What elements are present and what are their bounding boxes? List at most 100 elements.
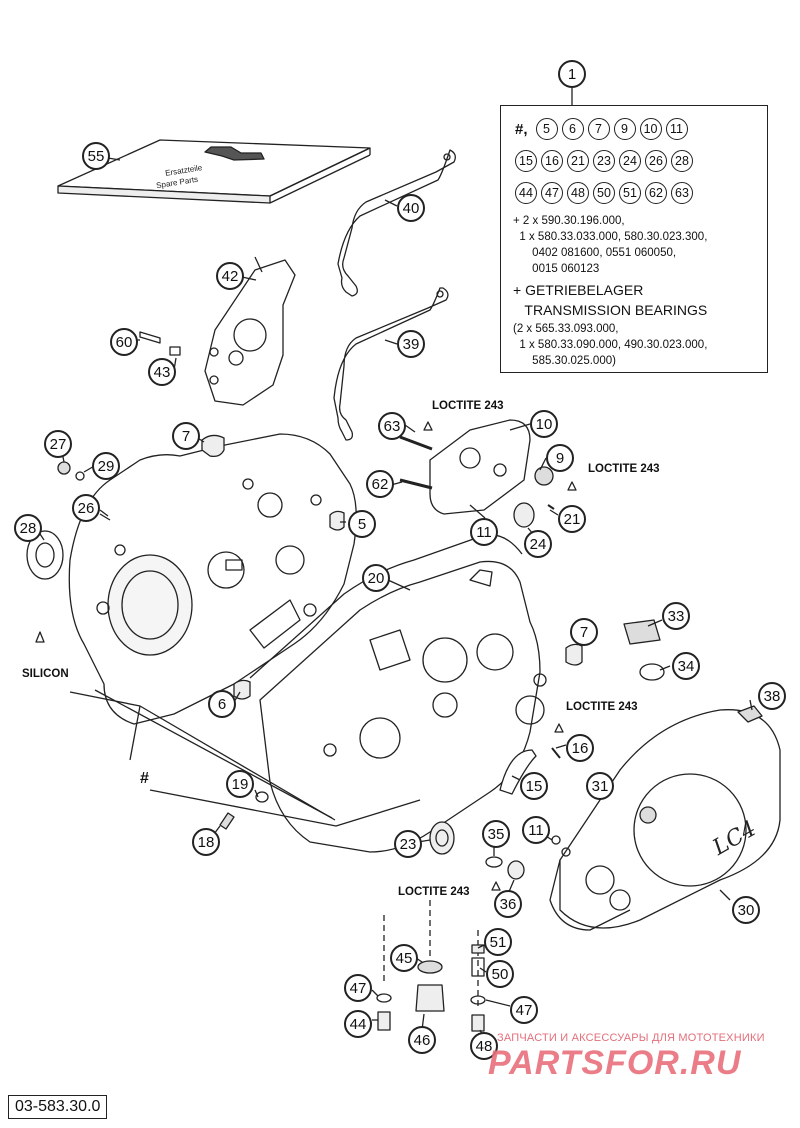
callout-19: 19 [226,770,254,798]
leader-55 [107,157,121,161]
callout-47a: 47 [344,974,372,1002]
screen-46 [415,984,445,1012]
bearing-line: + GETRIEBELAGER [513,282,644,298]
callout-34: 34 [672,652,700,680]
mini-callout: 7 [587,118,610,140]
sleeve-7-upper [201,434,225,458]
callout-51: 51 [484,928,512,956]
filter-45 [417,960,443,974]
info-hash-label: #, [515,120,528,138]
filter-33 [623,619,661,645]
mini-callout: 23 [593,150,615,172]
mini-callout: 26 [645,150,667,172]
plug-48 [471,1014,485,1032]
cover-42 [204,259,296,406]
oring-29 [75,471,85,481]
mini-callout: 44 [515,182,537,204]
mini-callout: 50 [593,182,615,204]
note-loctite-1: LOCTITE 243 [432,400,504,412]
gasket-28 [26,530,64,580]
guide-15 [499,749,537,795]
callout-27: 27 [44,430,72,458]
mini-callout: 16 [541,150,563,172]
bracket-40 [337,149,456,297]
right-crankcase [259,560,541,853]
callout-31: 31 [586,772,614,800]
callout-29: 29 [92,452,120,480]
mini-callout: 10 [639,118,662,140]
mini-callout: 24 [619,150,641,172]
mini-callout: 51 [619,182,641,204]
spring-50 [471,957,485,977]
kit-line: + 2 x 590.30.196.000, [513,215,625,227]
gasket-20 [249,534,523,679]
washer-19 [255,791,269,803]
callout-5: 5 [348,510,376,538]
screw-26 [99,513,111,521]
callout-43: 43 [148,358,176,386]
oring-35 [485,856,503,868]
callout-7b: 7 [570,618,598,646]
callout-36: 36 [494,890,522,918]
callout-62: 62 [366,470,394,498]
mini-callout: 9 [613,118,636,140]
bolt-60 [139,331,161,344]
bearing-detail-line: 585.30.025.000) [513,355,616,367]
callout-30: 30 [732,896,760,924]
bolt-18 [219,812,235,830]
mini-callout: 47 [541,182,563,204]
bearing-23 [429,821,455,855]
bearing-line: TRANSMISSION BEARINGS [513,302,708,318]
bolt-62 [399,478,433,490]
callout-11: 11 [470,518,498,546]
mini-callout: 11 [665,118,688,140]
kit-line: 1 x 580.33.033.000, 580.30.023.300, [513,231,708,243]
kit-info-box: #, 5 6 7 9 10 11 15 16 21 23 24 26 28 44… [500,105,768,373]
callout-1: 1 [558,60,586,88]
part-number-label: 03-583.30.0 [8,1095,108,1119]
cap-38 [737,705,763,723]
oring-47 [470,995,486,1005]
callout-39: 39 [397,330,425,358]
callout-33: 33 [662,602,690,630]
callout-48: 48 [470,1032,498,1060]
callout-11b: 11 [522,816,550,844]
mini-callout: 21 [567,150,589,172]
plug-27 [57,461,71,475]
mini-callout: 15 [515,150,537,172]
mini-callout: 48 [567,182,589,204]
mini-callout: 63 [671,182,693,204]
callout-35: 35 [482,820,510,848]
hash-marker: # [140,770,149,787]
kit-line: 0015 060123 [513,263,600,275]
info-row-1: #, 5 6 7 9 10 11 [515,118,688,140]
callout-28: 28 [14,514,42,542]
callout-9: 9 [546,444,574,472]
note-loctite-2: LOCTITE 243 [588,463,660,475]
info-row-2: 15 16 21 23 24 26 28 [515,150,693,172]
mini-callout: 5 [535,118,558,140]
callout-20: 20 [362,564,390,592]
callout-55: 55 [82,142,110,170]
bolt-16 [551,747,561,759]
watermark-brand: PARTSFOR.RU [488,1044,742,1082]
note-loctite-4: LOCTITE 243 [398,886,470,898]
callout-21: 21 [558,505,586,533]
sleeve-43 [169,346,181,356]
callout-40: 40 [397,194,425,222]
callout-47b: 47 [510,996,538,1024]
callout-7a: 7 [172,422,200,450]
oring-34 [639,663,665,681]
callout-50: 50 [486,960,514,988]
callout-45: 45 [390,944,418,972]
callout-26: 26 [72,494,100,522]
note-loctite-3: LOCTITE 243 [566,701,638,713]
bearing-9 [534,466,554,486]
callout-38: 38 [758,682,786,710]
callout-46: 46 [408,1026,436,1054]
bearing-plate [429,419,531,515]
bearing-detail-line: 1 x 580.33.090.000, 490.30.023.000, [513,339,708,351]
mini-callout: 6 [561,118,584,140]
sleeve-5 [329,510,345,531]
